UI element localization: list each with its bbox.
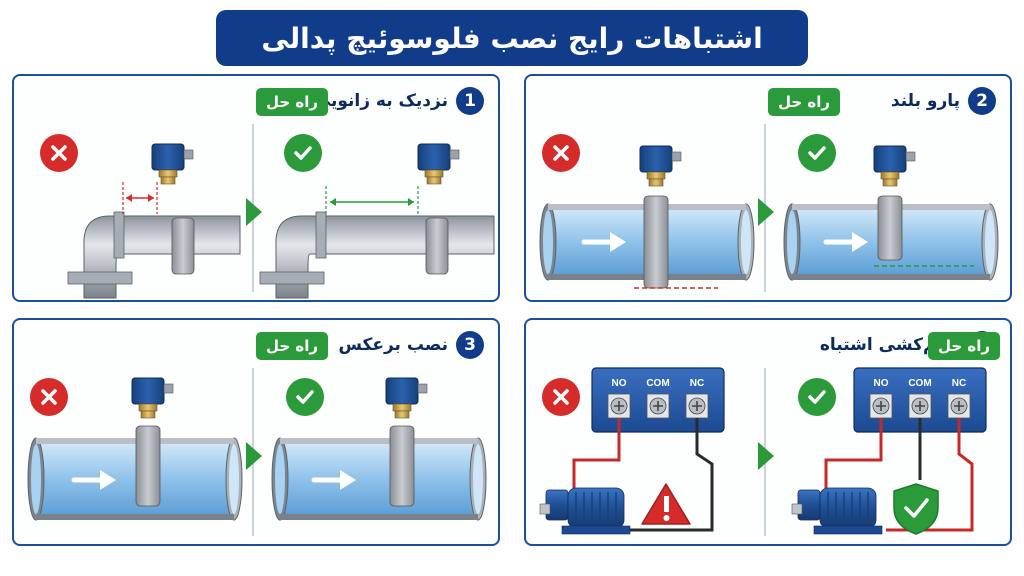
panel-heading-text: نزدیک به زانویی [313, 91, 448, 111]
near-elbow-illustration [67, 143, 495, 299]
long-paddle-illustration [539, 145, 999, 289]
panel-heading: 1 نزدیک به زانویی [314, 86, 484, 116]
panel-long-paddle: 2 پارو بلند راه حل [524, 74, 1012, 302]
paddle [425, 217, 449, 275]
solution-badge: راه حل [768, 88, 841, 116]
pump-motor [539, 487, 631, 535]
terminal-label-nc: NC [690, 378, 704, 389]
solution-badge: راه حل [928, 332, 1001, 360]
terminal-screws [869, 393, 971, 419]
panel-reverse-install: 3 نصب برعکس راه حل [12, 318, 500, 546]
step-number: 2 [968, 87, 996, 115]
green-arrow-icon [758, 442, 774, 470]
panel-heading: 3 نصب برعکس [338, 330, 484, 360]
wrong-pipe-section [27, 437, 243, 521]
correct-pipe-section [271, 437, 487, 521]
check-mark-icon [798, 378, 836, 416]
panel-heading-text: نصب برعکس [338, 335, 448, 355]
x-mark-icon [40, 134, 78, 172]
flow-switch-sensor [873, 145, 916, 187]
flow-switch-sensor [131, 377, 174, 419]
panel-near-elbow: 1 نزدیک به زانویی راه حل [12, 74, 500, 302]
check-shield-icon [893, 483, 939, 535]
terminal-label-no: NO [874, 378, 889, 389]
paddle [389, 425, 415, 507]
flow-switch-sensor [639, 145, 682, 187]
flow-switch-sensor [417, 143, 460, 185]
x-mark-icon [542, 378, 580, 416]
red-wire [886, 418, 974, 532]
paddle [135, 425, 161, 507]
terminal-label-nc: NC [952, 378, 966, 389]
red-wire [572, 418, 621, 496]
panel-wrong-wiring: NO COM NC NO [524, 318, 1012, 546]
warning-triangle-icon [641, 483, 691, 525]
x-mark-icon [542, 134, 580, 172]
black-wire [624, 418, 714, 532]
green-arrow-icon [758, 198, 774, 226]
step-number: 3 [456, 331, 484, 359]
long-paddle [643, 195, 669, 289]
page-title: اشتباهات رایج نصب فلوسوئیچ پدالی [216, 10, 808, 66]
check-mark-icon [286, 378, 324, 416]
flow-switch-sensor [151, 143, 194, 185]
pump-motor [791, 487, 883, 535]
reverse-install-illustration [27, 377, 487, 521]
green-arrow-icon [246, 198, 262, 226]
flow-switch-sensor [385, 377, 428, 419]
solution-badge: راه حل [256, 88, 329, 116]
terminal-label-com: COM [908, 378, 931, 389]
check-mark-icon [798, 134, 836, 172]
solution-badge: راه حل [256, 332, 329, 360]
step-number: 1 [456, 87, 484, 115]
red-wire [824, 418, 883, 496]
paddle [171, 217, 195, 275]
green-arrow-icon [246, 442, 262, 470]
wiring-illustration: NO COM NC NO [539, 367, 987, 535]
panel-heading: 2 پارو بلند [891, 86, 996, 116]
terminal-label-no: NO [612, 378, 627, 389]
terminal-label-com: COM [646, 378, 669, 389]
panel-heading-text: پارو بلند [890, 91, 960, 111]
check-mark-icon [284, 134, 322, 172]
terminal-screws [607, 393, 709, 419]
wrong-elbow-pipe [67, 211, 241, 299]
correct-elbow-pipe [259, 211, 495, 299]
short-paddle [877, 195, 903, 261]
panel-heading-text: سیم‌کشی اشتباه [819, 335, 960, 355]
x-mark-icon [30, 378, 68, 416]
